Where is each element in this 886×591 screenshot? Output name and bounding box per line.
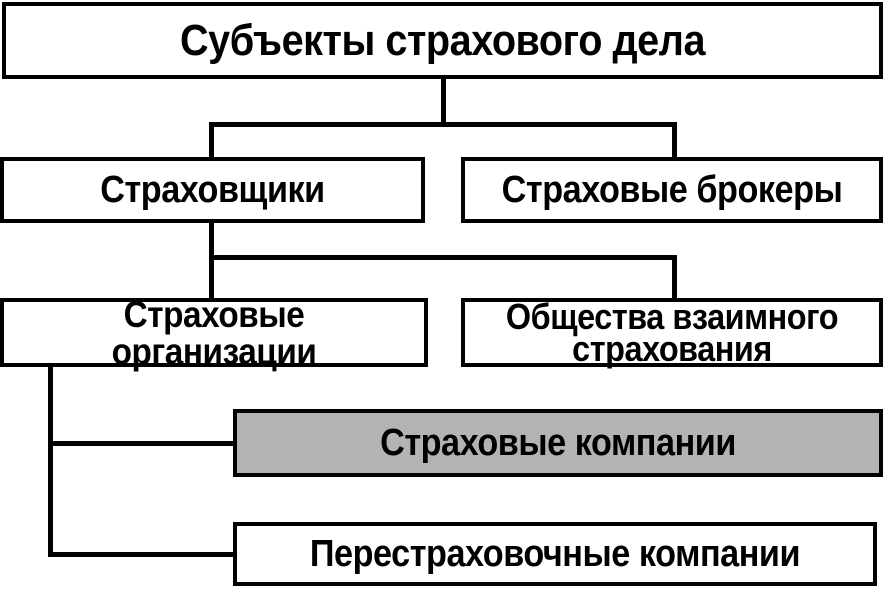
node-brokers: Страховые брокеры bbox=[461, 157, 883, 223]
connector-brokers-drop bbox=[672, 122, 677, 158]
connector-insurers-drop bbox=[209, 122, 214, 158]
connector-level1-horizontal bbox=[209, 122, 677, 127]
node-root-label: Субъекты страхового дела bbox=[179, 15, 706, 65]
connector-insurers-stem bbox=[209, 221, 214, 299]
connector-mutual-drop bbox=[672, 255, 677, 299]
node-brokers-label: Страховые брокеры bbox=[501, 169, 843, 211]
node-mutual-insurance-societies: Общества взаимного страхования bbox=[461, 298, 883, 367]
node-mutual-insurance-societies-label: Общества взаимного страхования bbox=[505, 295, 839, 369]
node-insurance-companies-highlighted: Страховые компании bbox=[233, 409, 883, 477]
node-insurers: Страховщики bbox=[0, 157, 425, 223]
node-insurance-organizations-label: Страховые организации bbox=[111, 293, 317, 372]
connector-root-stem bbox=[441, 79, 446, 127]
node-reinsurance-companies: Перестраховочные компании bbox=[233, 522, 877, 586]
node-insurance-organizations: Страховые организации bbox=[0, 293, 428, 372]
node-reinsurance-companies-label: Перестраховочные компании bbox=[309, 533, 801, 575]
node-root: Субъекты страхового дела bbox=[2, 2, 883, 79]
connector-reinsurance-branch bbox=[48, 552, 234, 557]
node-insurers-label: Страховщики bbox=[100, 169, 325, 211]
node-insurance-companies-label: Страховые компании bbox=[380, 422, 736, 464]
connector-level2-horizontal bbox=[209, 255, 677, 260]
connector-companies-branch bbox=[48, 441, 234, 446]
connector-orgs-spine bbox=[48, 366, 53, 557]
